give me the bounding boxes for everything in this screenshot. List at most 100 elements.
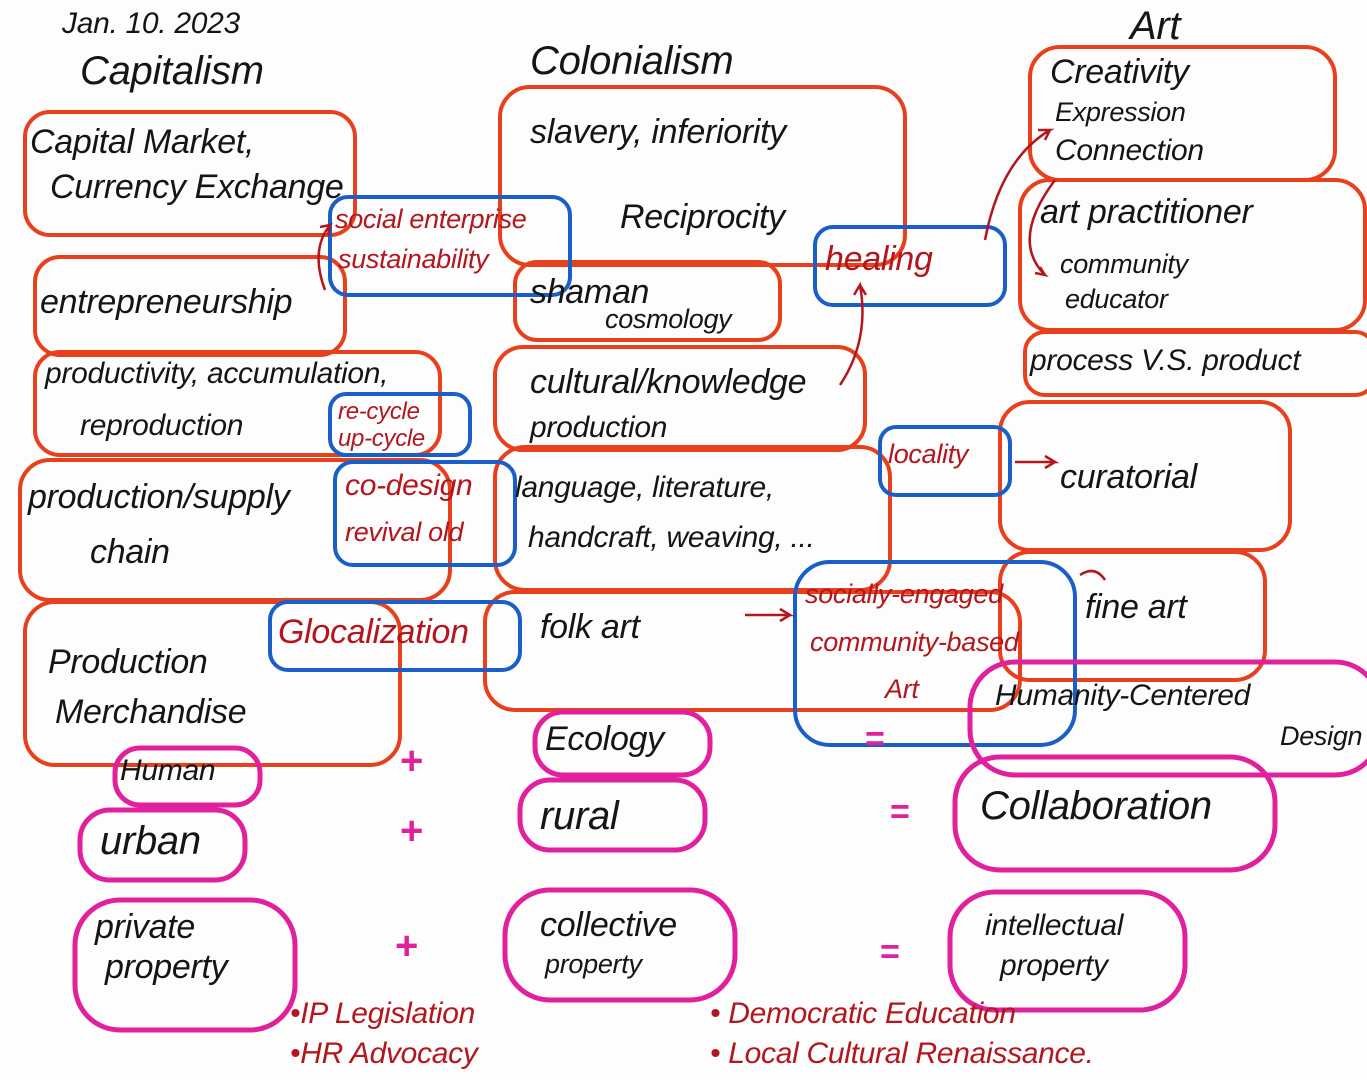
- eq3-b-2: property: [545, 949, 642, 979]
- colonial-item: folk art: [540, 608, 640, 646]
- eq3-result: intellectual: [985, 909, 1124, 942]
- plus-sign: +: [400, 809, 424, 853]
- capital-item: Capital Market,: [30, 123, 255, 161]
- capital-item: reproduction: [80, 409, 244, 442]
- box-locality: [878, 425, 1012, 497]
- cloud-intellectual: [947, 889, 1188, 1013]
- equals-sign: =: [880, 933, 900, 971]
- bridge-label: locality: [888, 439, 969, 469]
- cloud-private: [72, 897, 298, 1033]
- bridge-label: re-cycle: [338, 398, 420, 425]
- bridge-label: Glocalization: [278, 613, 469, 651]
- note-left: •HR Advocacy: [290, 1037, 478, 1070]
- bridge-label: revival old: [345, 517, 464, 547]
- eq2-result: Collaboration: [980, 784, 1212, 828]
- eq3-b: collective: [540, 906, 677, 944]
- arrow-to-community: [1028, 179, 1057, 278]
- colonial-item: handcraft, weaving, ...: [528, 521, 815, 554]
- box-slavery: [498, 85, 907, 267]
- box-recycle: [328, 392, 472, 457]
- colonial-item: cosmology: [605, 304, 732, 334]
- bridge-label: up-cycle: [338, 425, 425, 452]
- bridge-label: healing: [825, 240, 933, 278]
- equals-sign: =: [865, 720, 885, 758]
- capital-item: productivity, accumulation,: [45, 357, 389, 390]
- capital-item: Production: [48, 643, 208, 681]
- box-fine-art: [998, 550, 1267, 682]
- arrow-healing-to-creativity: [983, 128, 1055, 241]
- plus-sign: +: [400, 739, 424, 783]
- box-productivity: [33, 350, 442, 457]
- equals-sign: =: [890, 793, 910, 831]
- box-production: [23, 600, 402, 767]
- colonial-item: Reciprocity: [620, 198, 785, 236]
- cloud-human: [112, 745, 263, 808]
- arrow-folk-social: [745, 607, 795, 623]
- cloud-rural: [517, 777, 708, 853]
- art-item: art practitioner: [1040, 193, 1253, 231]
- art-item: educator: [1065, 284, 1168, 314]
- bridge-label: sustainability: [338, 244, 489, 274]
- box-folk-art: [483, 590, 1022, 712]
- capitalism-title: Capitalism: [80, 49, 264, 93]
- eq3-a: private: [95, 908, 195, 946]
- art-item: Creativity: [1050, 53, 1189, 91]
- capital-item: production/supply: [28, 478, 290, 516]
- box-healing: [813, 225, 1007, 307]
- bridge-label: Art: [885, 674, 919, 704]
- colonial-item: shaman: [530, 273, 650, 311]
- cloud-collective: [502, 887, 738, 1003]
- eq1-result-2: Design: [1280, 721, 1363, 751]
- box-glocalization: [268, 600, 522, 672]
- date: Jan. 10. 2023: [62, 7, 240, 40]
- eq1-a: Human: [120, 754, 216, 787]
- eq3-a-2: property: [105, 948, 228, 986]
- cloud-collaboration: [952, 754, 1278, 873]
- eq2-b: rural: [540, 794, 619, 838]
- eq3-result-2: property: [1000, 949, 1108, 982]
- arrow-locality-curatorial: [1015, 454, 1060, 470]
- cloud-humanity: [967, 659, 1367, 778]
- box-language: [493, 445, 892, 592]
- capital-item: Merchandise: [55, 693, 247, 731]
- pink-clouds: [72, 659, 1367, 1033]
- colonialism-title: Colonialism: [530, 39, 734, 83]
- art-item: process V.S. product: [1030, 344, 1301, 377]
- box-cultural: [493, 345, 867, 452]
- box-capital-market: [23, 110, 357, 237]
- plus-sign: +: [395, 924, 419, 968]
- note-right: • Democratic Education: [710, 997, 1016, 1030]
- arrow-to-fine-art: [1079, 569, 1107, 581]
- eq2-a: urban: [100, 819, 201, 863]
- eq1-b: Ecology: [545, 720, 664, 758]
- art-item: community: [1060, 249, 1188, 279]
- capital-item: chain: [90, 533, 170, 571]
- colonial-item: slavery, inferiority: [530, 113, 786, 151]
- bridge-label: social enterprise: [335, 204, 527, 234]
- arrow-to-social: [317, 223, 334, 291]
- note-left: •IP Legislation: [290, 997, 476, 1030]
- cloud-urban: [77, 807, 248, 883]
- bridge-label: community-based: [810, 627, 1019, 657]
- box-socially-engaged: [793, 560, 1077, 747]
- eq1-result: Humanity-Centered: [995, 679, 1251, 712]
- note-right: • Local Cultural Renaissance.: [710, 1037, 1094, 1070]
- bridge-label: co-design: [345, 469, 473, 502]
- capital-item: Currency Exchange: [50, 168, 344, 206]
- box-entrepreneurship: [33, 255, 347, 357]
- box-process: [1023, 330, 1367, 397]
- orange-boxes: [18, 45, 1367, 767]
- colonial-item: production: [530, 411, 668, 444]
- art-item: Connection: [1055, 134, 1204, 167]
- colonial-item: language, literature,: [515, 471, 774, 504]
- box-shaman: [513, 260, 782, 342]
- colonial-item: cultural/knowledge: [530, 363, 807, 401]
- box-social-enterprise: [328, 195, 572, 297]
- art-item: fine art: [1085, 588, 1187, 626]
- bridge-label: socially-engaged: [805, 579, 1003, 609]
- cloud-ecology: [532, 709, 713, 778]
- blue-boxes: [268, 195, 1077, 747]
- box-codesign: [333, 460, 517, 567]
- arrows: [317, 128, 1107, 623]
